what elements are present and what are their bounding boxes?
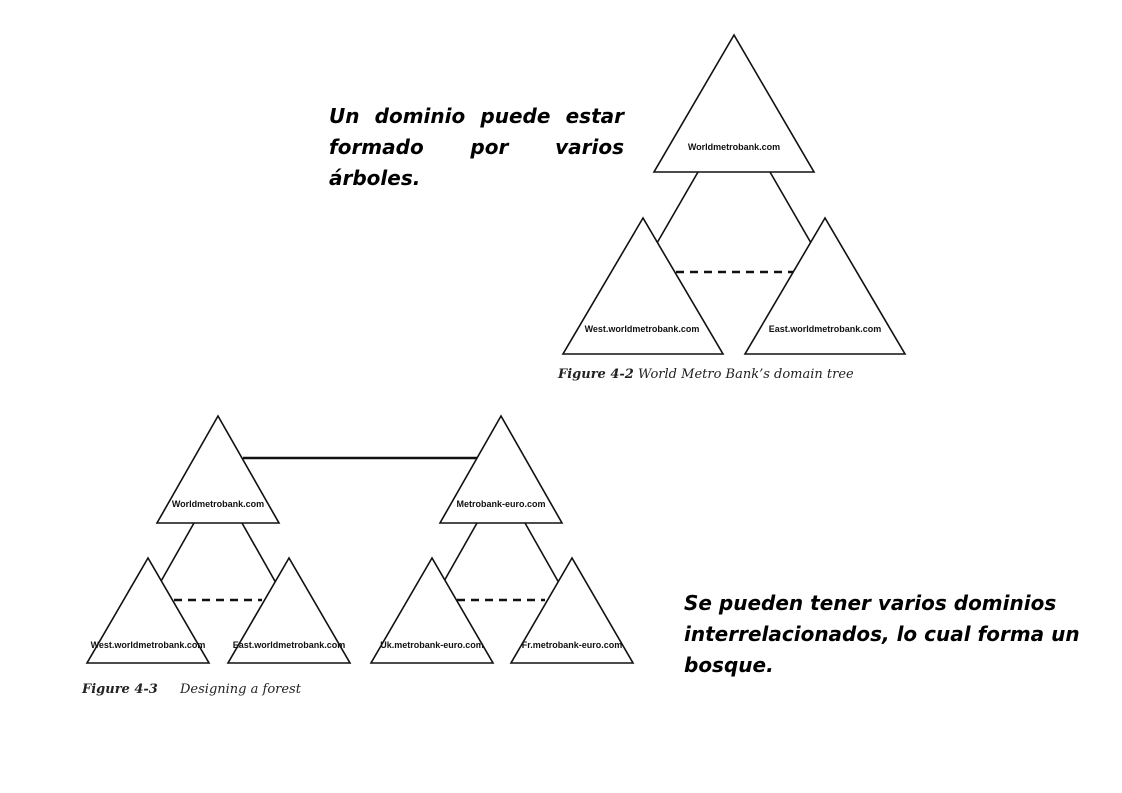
forest-tree2-link-root-right [524, 522, 560, 584]
forest-tree1-link-root-left [159, 522, 195, 584]
forest-description-text: Se pueden tener varios dominios interrel… [684, 591, 1080, 677]
tree-left-label: West.worldmetrobank.com [585, 324, 700, 334]
forest-tree2-root-label: Metrobank-euro.com [456, 499, 545, 509]
forest-tree1-root-label: Worldmetrobank.com [172, 499, 264, 509]
figure-4-2-number: Figure 4-2 [557, 367, 634, 382]
tree-root-domain-triangle [652, 33, 816, 173]
tree-root-label: Worldmetrobank.com [688, 142, 780, 152]
figure-4-3-number: Figure 4-3 [81, 682, 158, 697]
forest-tree1-link-root-right [241, 522, 277, 584]
tree-description-text: Un dominio puede estar formado por vario… [329, 104, 624, 190]
tree-right-domain-triangle [743, 216, 907, 355]
forest-tree1-right-label: East.worldmetrobank.com [233, 640, 346, 650]
figure-forest: Worldmetrobank.com West.worldmetrobank.c… [81, 414, 635, 697]
forest-tree2-left-triangle [369, 556, 495, 664]
forest-tree1-right-triangle [226, 556, 352, 664]
forest-tree2-left-label: Uk.metrobank-euro.com [380, 640, 484, 650]
forest-tree1-left-label: West.worldmetrobank.com [91, 640, 206, 650]
figure-4-2-title: World Metro Bank’s domain tree [638, 367, 854, 382]
forest-tree1-left-triangle [85, 556, 211, 664]
forest-tree2-right-label: Fr.metrobank-euro.com [522, 640, 623, 650]
tree-left-domain-triangle [561, 216, 725, 355]
figure-4-3-title: Designing a forest [179, 682, 302, 697]
figure-domain-tree: Worldmetrobank.com West.worldmetrobank.c… [557, 33, 907, 382]
tree-link-root-left [656, 171, 699, 244]
forest-tree2-root-triangle [438, 414, 564, 524]
forest-tree1-root-triangle [155, 414, 281, 524]
forest-tree2-link-root-left [442, 522, 478, 584]
tree-link-root-right [769, 171, 812, 244]
tree-right-label: East.worldmetrobank.com [769, 324, 882, 334]
forest-tree2-right-triangle [509, 556, 635, 664]
